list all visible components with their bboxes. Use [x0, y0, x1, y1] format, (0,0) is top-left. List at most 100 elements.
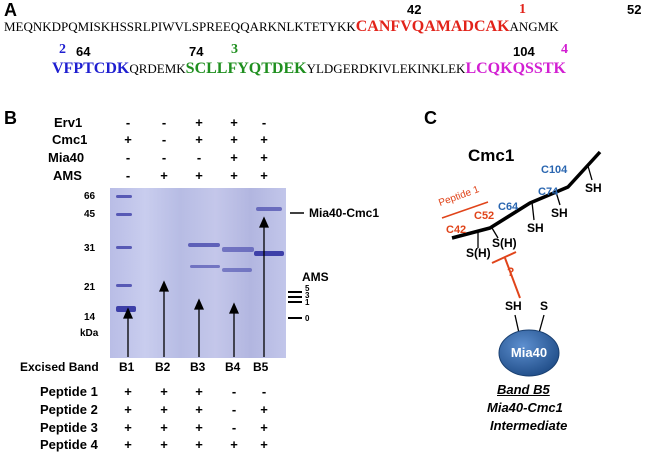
- peptide-sign: +: [124, 384, 132, 399]
- peptide-sign: +: [160, 437, 168, 452]
- condition-sign: +: [195, 115, 203, 130]
- ladder-band: [116, 284, 132, 287]
- kda-label: kDa: [80, 328, 99, 339]
- c64-label: C64: [498, 201, 519, 213]
- c42-label: C42: [446, 224, 467, 236]
- ams-label: AMS: [302, 270, 329, 284]
- condition-sign: +: [260, 150, 268, 165]
- mia40-sh: SH: [505, 299, 522, 313]
- peptide-row-label: Peptide 3: [40, 420, 98, 435]
- ams-tick-0: 0: [305, 314, 310, 323]
- c104-label: C104: [541, 164, 568, 176]
- peptide-row-label: Peptide 4: [40, 437, 98, 452]
- caption-band-b5: Band B5: [497, 382, 550, 397]
- ladder-band: [116, 213, 132, 216]
- peptide-1-seq: CANFVQAMADCAK: [355, 18, 510, 35]
- residue-52: 52: [627, 2, 642, 17]
- sh-c104: SH: [585, 181, 602, 195]
- residue-42: 42: [407, 2, 422, 17]
- ladder-band: [116, 195, 132, 198]
- lane-label-4: B4: [225, 360, 241, 374]
- cond-label-mia40: Mia40: [48, 150, 85, 165]
- peptide-3-seq: SCLLFYQTDEK: [185, 60, 307, 77]
- peptide-sign: -: [231, 402, 237, 417]
- peptide-row-label: Peptide 2: [40, 402, 98, 417]
- ams-tick-1: 1: [305, 298, 310, 307]
- panel-a-letter: A: [4, 0, 17, 20]
- residue-74: 74: [189, 44, 204, 59]
- question-mark: ?: [507, 265, 515, 279]
- peptide-sign: +: [124, 420, 132, 435]
- peptide-sign: -: [261, 384, 267, 399]
- cond-label-ams: AMS: [53, 168, 82, 183]
- peptide-number-2: 2: [59, 42, 66, 57]
- seq-mid-2: YLDGERDKIVLEKINKLEK: [306, 61, 466, 76]
- sample-band: [188, 243, 220, 247]
- caption-mia40-cmc1: Mia40-Cmc1: [487, 400, 563, 415]
- residue-64: 64: [76, 44, 91, 59]
- condition-sign: +: [195, 132, 203, 147]
- condition-sign: +: [230, 132, 238, 147]
- lane-label-3: B3: [190, 360, 206, 374]
- peptide-4-seq: LCQKQSSTK: [465, 60, 566, 77]
- condition-sign: -: [125, 115, 131, 130]
- cond-label-cmc1: Cmc1: [52, 132, 88, 147]
- marker-66: 66: [84, 191, 96, 202]
- condition-sign: -: [196, 150, 202, 165]
- sample-band: [254, 251, 284, 256]
- peptide-sign: +: [124, 437, 132, 452]
- marker-14: 14: [84, 312, 96, 323]
- ams-tick-labels: 5 3 1: [305, 284, 310, 307]
- peptide-sign: +: [195, 437, 203, 452]
- ladder-band: [116, 246, 132, 249]
- peptide-sign: +: [124, 402, 132, 417]
- panel-b-letter: B: [4, 108, 17, 128]
- caption-intermediate: Intermediate: [490, 418, 568, 433]
- peptide-sign: +: [260, 437, 268, 452]
- residue-104: 104: [513, 44, 535, 59]
- lane-label-2: B2: [155, 360, 171, 374]
- c74-label: C74: [538, 186, 559, 198]
- condition-sign: +: [124, 132, 132, 147]
- sample-band: [222, 247, 254, 252]
- cmc1-label: Cmc1: [468, 146, 515, 165]
- mia40-cmc1-band-label: Mia40-Cmc1: [309, 206, 380, 220]
- condition-sign: -: [261, 115, 267, 130]
- seq-suffix: ANGMK: [509, 19, 559, 34]
- ams-tick-5: 5: [305, 284, 310, 293]
- condition-sign: -: [161, 132, 167, 147]
- peptide-2-seq: VFPTCDK: [52, 60, 130, 77]
- peptide-sign: +: [230, 437, 238, 452]
- cond-label-erv1: Erv1: [54, 115, 83, 130]
- marker-45: 45: [84, 209, 96, 220]
- peptide-number-3: 3: [231, 42, 238, 57]
- peptide-sign: +: [160, 420, 168, 435]
- condition-sign: +: [160, 168, 168, 183]
- condition-sign: -: [161, 115, 167, 130]
- condition-sign: -: [125, 168, 131, 183]
- peptide-sign: +: [195, 384, 203, 399]
- lane-label-1: B1: [119, 360, 135, 374]
- sh-c74: SH: [551, 206, 568, 220]
- seq-prefix: MEQNKDPQMISKHSSRLPIWVLSPREEQQARKNLKTETYK…: [4, 19, 356, 34]
- condition-sign: +: [260, 168, 268, 183]
- sample-band: [190, 265, 220, 268]
- ladder-band: [116, 306, 136, 312]
- marker-31: 31: [84, 243, 96, 254]
- peptide-sign: +: [160, 384, 168, 399]
- condition-sign: -: [125, 150, 131, 165]
- c52-label: C52: [474, 210, 495, 222]
- seq-mid-1: QRDEMK: [129, 61, 186, 76]
- mia40-label: Mia40: [510, 345, 548, 360]
- peptide-row-label: Peptide 1: [40, 384, 98, 399]
- peptide-number-4: 4: [561, 42, 568, 57]
- peptide-sign: +: [195, 402, 203, 417]
- peptide-number-1: 1: [519, 2, 526, 17]
- mia40-s: S: [540, 299, 549, 313]
- s-h-c52: S(H): [492, 236, 517, 250]
- s-h-c42: S(H): [466, 246, 491, 260]
- excised-band-label: Excised Band: [20, 360, 99, 374]
- peptide-sign: +: [260, 402, 268, 417]
- sample-band: [222, 268, 252, 272]
